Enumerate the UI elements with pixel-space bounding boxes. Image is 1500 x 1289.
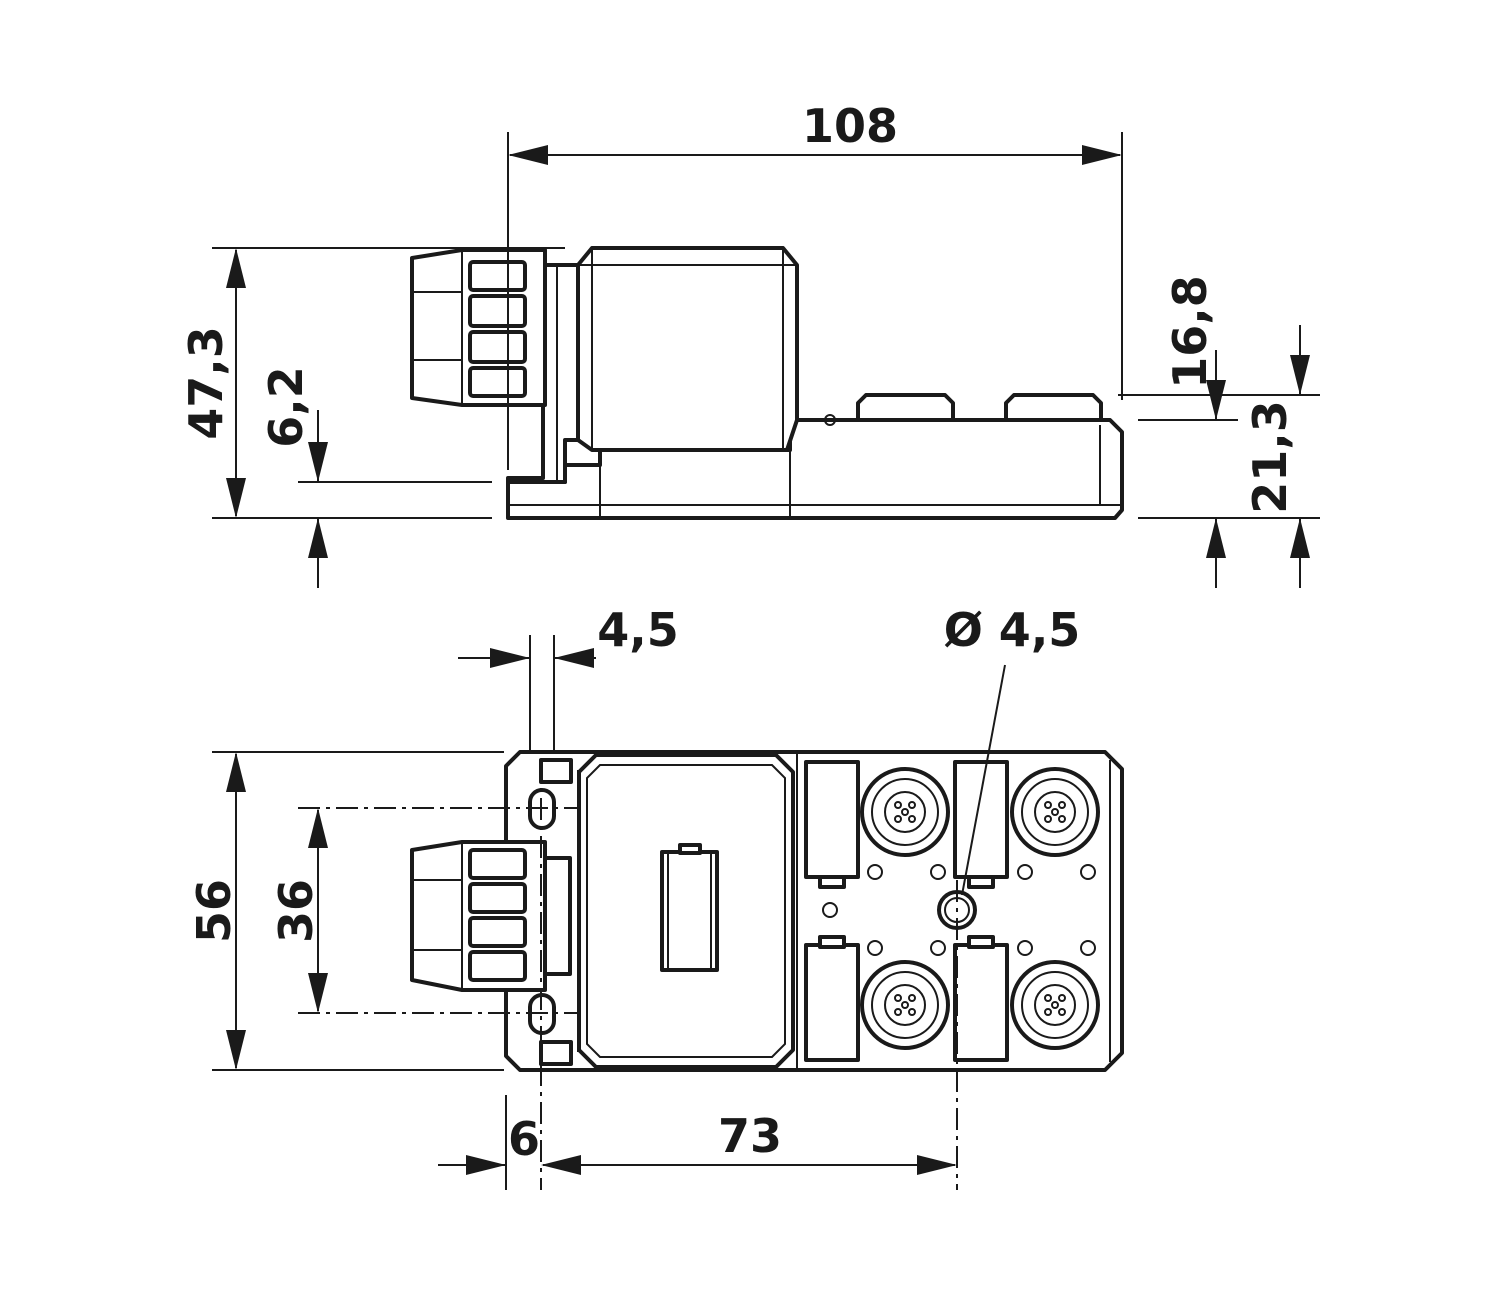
socket-bump-2: [1004, 393, 1103, 422]
dim-6-2: 6,2: [259, 366, 313, 448]
dim-73: 73: [718, 1109, 782, 1163]
main-housing: [576, 246, 799, 452]
socket-bump-1: [856, 393, 955, 422]
dim-16-8: 16,8: [1163, 275, 1217, 389]
dim-47-3: 47,3: [179, 326, 233, 440]
m12-socket-1: [860, 767, 950, 857]
top-view: 4,5 Ø 4,5 56 36 6 73: [187, 603, 1124, 1190]
dim-21-3: 21,3: [1243, 400, 1297, 514]
dim-56: 56: [187, 879, 241, 943]
label-window: [660, 850, 719, 972]
dim-hole-diameter: Ø 4,5: [944, 603, 1081, 657]
dim-6: 6: [508, 1112, 540, 1166]
m12-socket-3: [860, 960, 950, 1050]
m12-socket-4: [1010, 960, 1100, 1050]
dim-108: 108: [802, 99, 898, 153]
side-view: 108 47,3 6,2 16,8 21,3: [179, 99, 1320, 588]
dim-4-5: 4,5: [597, 603, 679, 657]
dim-36: 36: [269, 879, 323, 943]
m12-socket-2: [1010, 767, 1100, 857]
